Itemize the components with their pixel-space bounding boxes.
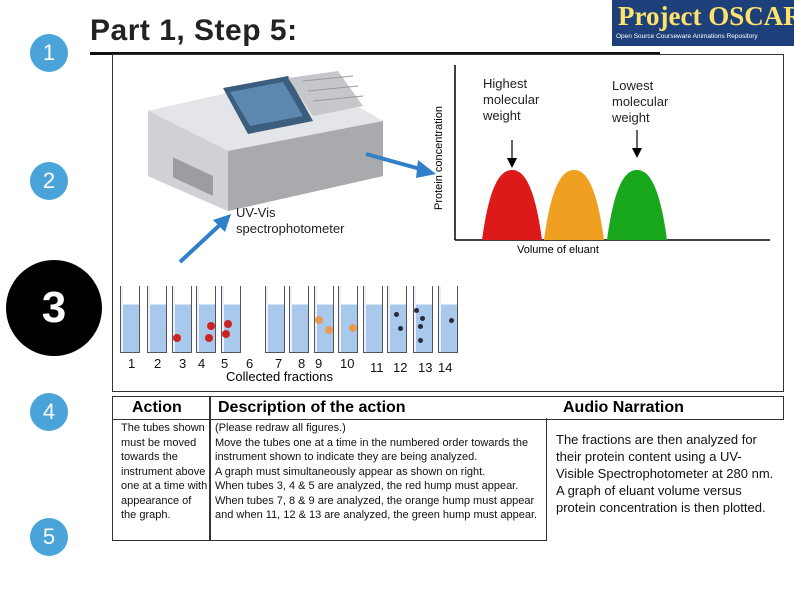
tube-number: 2 bbox=[154, 356, 162, 371]
tube-number: 1 bbox=[128, 356, 136, 371]
test-tube[interactable] bbox=[387, 286, 407, 353]
tube-number: 12 bbox=[393, 360, 408, 375]
tube-number: 5 bbox=[221, 356, 229, 371]
step-4-badge: 4 bbox=[30, 393, 68, 431]
graph-xlabel: Volume of eluant bbox=[517, 244, 599, 256]
title-underline bbox=[90, 52, 660, 55]
logo-title: Project OSCAR bbox=[618, 1, 794, 31]
test-tube[interactable] bbox=[147, 286, 167, 353]
narration-text: The fractions are then analyzed for thei… bbox=[556, 432, 774, 515]
step-5-badge: 5 bbox=[30, 518, 68, 556]
test-tube[interactable] bbox=[363, 286, 383, 353]
high-mw-label: Highest molecular weight bbox=[483, 76, 540, 123]
action-header: Action bbox=[132, 399, 182, 416]
audio-header: Audio Narration bbox=[563, 399, 684, 416]
action-cell bbox=[112, 418, 210, 541]
test-tube[interactable] bbox=[413, 286, 433, 353]
page-title: Part 1, Step 5: bbox=[90, 14, 298, 47]
test-tube[interactable] bbox=[196, 286, 216, 353]
test-tube[interactable] bbox=[265, 286, 285, 353]
test-tube[interactable] bbox=[120, 286, 140, 353]
low-mw-label: Lowest molecular weight bbox=[612, 78, 669, 125]
description-header-cell bbox=[210, 396, 784, 420]
protein-dot bbox=[418, 338, 423, 343]
protein-dot bbox=[349, 324, 357, 332]
illustration-frame bbox=[112, 54, 784, 392]
tubes-caption: Collected fractions bbox=[226, 369, 333, 384]
protein-dot bbox=[222, 330, 230, 338]
spectrophotometer-image bbox=[148, 71, 383, 211]
peak-1 bbox=[482, 170, 542, 240]
action-text: The tubes shown must be moved towards th… bbox=[121, 422, 208, 521]
protein-dot bbox=[420, 316, 425, 321]
test-tube[interactable] bbox=[314, 286, 334, 353]
protein-dot bbox=[418, 324, 423, 329]
test-tube[interactable] bbox=[172, 286, 192, 353]
protein-dot bbox=[173, 334, 181, 342]
logo: Project OSCAR Open Source Courseware Ani… bbox=[612, 0, 794, 46]
instrument-to-graph-arrow bbox=[365, 152, 436, 178]
instrument-label: UV-Vis spectrophotometer bbox=[236, 205, 345, 236]
logo-subtitle: Open Source Courseware Animations Reposi… bbox=[616, 33, 758, 40]
tube-number: 13 bbox=[418, 360, 433, 375]
step-3-badge: 3 bbox=[6, 260, 102, 356]
tube-number: 9 bbox=[315, 356, 323, 371]
action-header-cell bbox=[112, 396, 210, 420]
high-mw-arrowhead bbox=[507, 158, 517, 168]
tube-number: 11 bbox=[370, 360, 384, 375]
protein-dot bbox=[398, 326, 403, 331]
tube-number: 4 bbox=[198, 356, 206, 371]
test-tube[interactable] bbox=[338, 286, 358, 353]
tube-number: 14 bbox=[438, 360, 453, 375]
elution-chart bbox=[454, 65, 770, 241]
description-text: (Please redraw all figures.) Move the tu… bbox=[215, 422, 538, 521]
test-tube[interactable] bbox=[438, 286, 458, 353]
description-cell bbox=[210, 418, 547, 541]
protein-dot bbox=[325, 326, 333, 334]
protein-dot bbox=[205, 334, 213, 342]
peak-2 bbox=[544, 170, 604, 240]
test-tube[interactable] bbox=[221, 286, 241, 353]
test-tube[interactable] bbox=[289, 286, 309, 353]
tube-rack bbox=[118, 286, 463, 358]
protein-dot bbox=[207, 322, 215, 330]
tube-number: 7 bbox=[275, 356, 283, 371]
step-2-badge: 2 bbox=[30, 162, 68, 200]
step-1-badge: 1 bbox=[30, 34, 68, 72]
protein-dot bbox=[315, 316, 323, 324]
protein-dot bbox=[414, 308, 419, 313]
protein-dot bbox=[449, 318, 454, 323]
low-mw-arrowhead bbox=[632, 148, 642, 158]
tube-number: 3 bbox=[179, 356, 187, 371]
peak-3 bbox=[607, 170, 667, 240]
description-header: Description of the action bbox=[218, 399, 406, 416]
tubes-to-instrument-arrow bbox=[178, 214, 231, 264]
tube-number: 6 bbox=[246, 356, 254, 371]
tube-number: 10 bbox=[340, 356, 355, 371]
tube-number: 8 bbox=[298, 356, 306, 371]
protein-dot bbox=[224, 320, 232, 328]
protein-dot bbox=[394, 312, 399, 317]
